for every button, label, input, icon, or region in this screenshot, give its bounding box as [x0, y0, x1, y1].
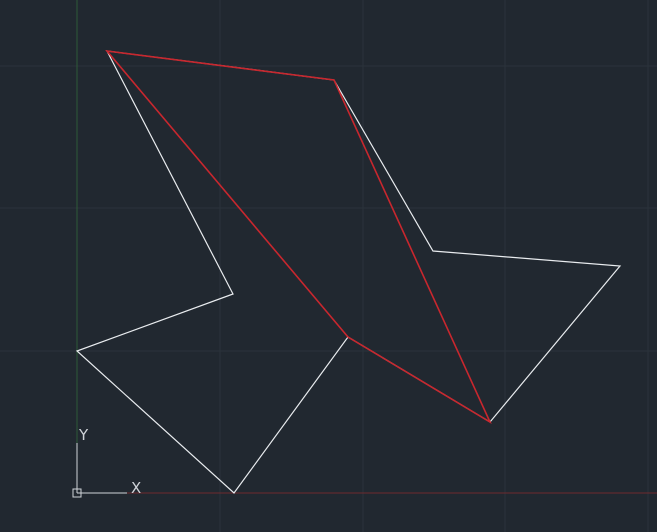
ucs-origin-marker	[72, 488, 82, 498]
ucs-x-label: X	[131, 479, 141, 497]
white-polyline[interactable]	[75, 50, 622, 494]
red-polyline[interactable]	[105, 49, 492, 425]
ucs-icon: Y X	[72, 426, 141, 498]
ucs-y-label: Y	[78, 426, 89, 444]
